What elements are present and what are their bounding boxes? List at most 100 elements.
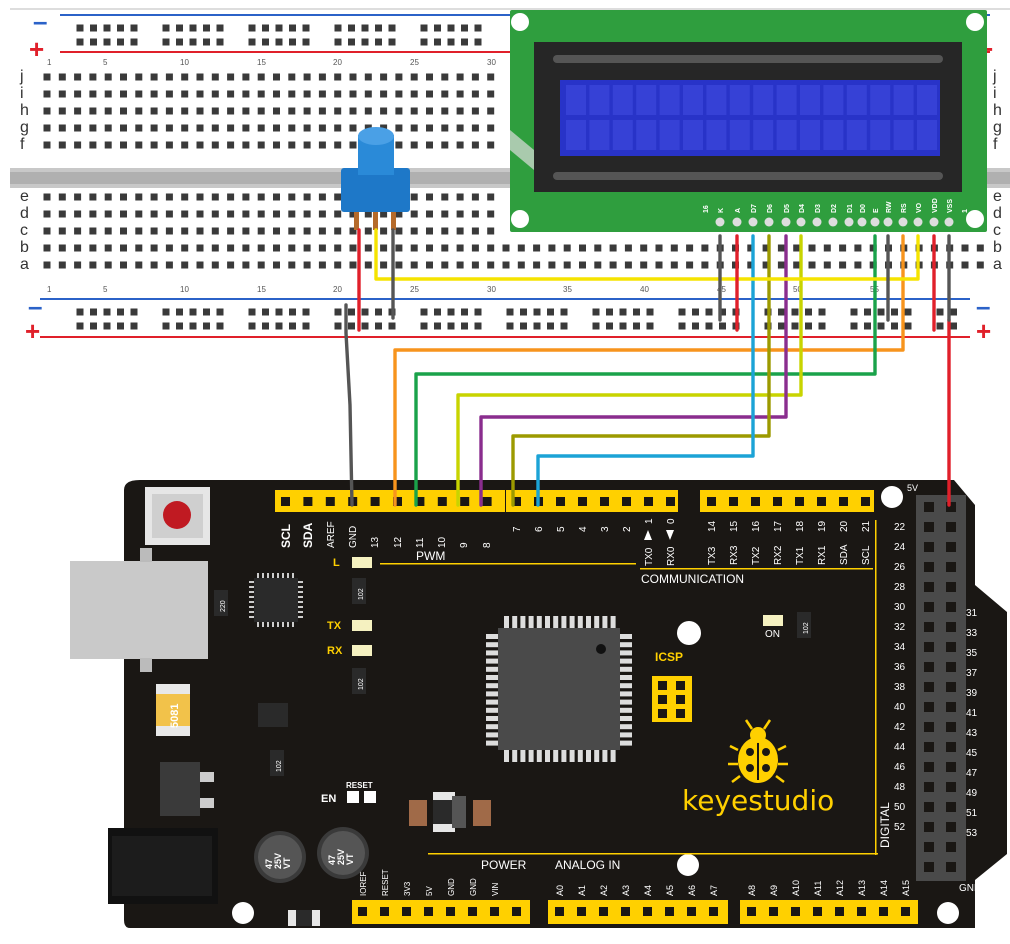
rail-hole xyxy=(778,322,785,330)
breadboard-hole xyxy=(701,261,709,269)
pin-label: A9 xyxy=(769,885,779,896)
column-number: 40 xyxy=(640,285,649,294)
header-pin xyxy=(791,907,800,916)
header-analog-a0-a7[interactable] xyxy=(548,900,728,924)
lcd-char-cell xyxy=(659,120,680,150)
chip-pin xyxy=(536,750,542,762)
reset-button-cap[interactable] xyxy=(163,501,191,529)
breadboard-hole xyxy=(303,244,311,252)
rail-hole xyxy=(420,322,428,330)
lcd-mount-hole xyxy=(966,13,984,31)
lcd-char-cell xyxy=(823,85,844,115)
breadboard-hole xyxy=(257,227,265,235)
breadboard-hole xyxy=(747,261,755,269)
led-label: TX xyxy=(327,620,342,632)
breadboard-hole xyxy=(181,124,189,132)
breadboard-hole xyxy=(395,261,403,269)
breadboard-hole xyxy=(150,261,158,269)
breadboard-hole xyxy=(89,107,97,115)
breadboard-hole xyxy=(242,244,250,252)
breadboard-hole xyxy=(441,73,449,81)
resistor-code: 102 xyxy=(358,678,365,690)
breadboard-hole xyxy=(227,261,235,269)
header-digital-22-53[interactable] xyxy=(916,495,966,881)
header-power[interactable] xyxy=(352,900,530,924)
column-number: 5 xyxy=(103,58,108,67)
breadboard-hole xyxy=(410,210,418,218)
rail-hole xyxy=(203,38,210,46)
led-ON xyxy=(763,615,783,626)
breadboard-hole xyxy=(242,193,250,201)
chip-pin xyxy=(553,616,559,628)
breadboard-hole xyxy=(242,261,250,269)
breadboard-hole xyxy=(257,261,265,269)
wire-d6 xyxy=(511,234,771,507)
rail-hole xyxy=(434,322,441,330)
chip-pin xyxy=(486,691,498,697)
breadboard-hole xyxy=(135,193,143,201)
pin-label: A13 xyxy=(857,880,867,896)
wire-d7 xyxy=(536,234,755,507)
row-letter: f xyxy=(993,136,998,153)
pin-label: 9 xyxy=(459,542,470,548)
lcd-pin-label: E xyxy=(873,208,880,213)
rail-hole xyxy=(592,322,600,330)
chip-pin xyxy=(620,707,632,713)
header-digital-8-13[interactable] xyxy=(275,490,505,512)
rail-hole xyxy=(678,308,686,316)
pin-label: A10 xyxy=(791,880,801,896)
header-pin xyxy=(729,497,738,506)
rail-hole xyxy=(936,322,944,330)
board-mount-hole xyxy=(881,486,903,508)
chip-pin xyxy=(298,586,303,588)
chip-pin xyxy=(561,750,567,762)
lcd-char-cell xyxy=(800,120,820,150)
breadboard-hole xyxy=(380,227,388,235)
breadboard-hole xyxy=(318,107,326,115)
breadboard-hole xyxy=(104,141,112,149)
rail-hole xyxy=(936,308,944,316)
icsp-pin xyxy=(676,709,685,718)
breadboard-hole xyxy=(548,244,556,252)
breadboard-hole xyxy=(441,261,449,269)
breadboard-hole xyxy=(227,73,235,81)
breadboard-hole xyxy=(165,107,173,115)
breadboard-hole xyxy=(89,227,97,235)
crystal xyxy=(156,684,190,736)
chip-pin xyxy=(298,581,303,583)
lcd-char-cell xyxy=(729,85,750,115)
chip-pin xyxy=(486,650,498,656)
wire-gnd xyxy=(344,303,354,507)
breadboard-hole xyxy=(441,124,449,132)
header-digital-0-7[interactable] xyxy=(506,490,678,512)
board-mount-hole xyxy=(232,902,254,924)
rail-hole xyxy=(262,38,269,46)
pin-label: 53 xyxy=(966,828,978,839)
lcd-char-cell xyxy=(612,85,633,115)
row-letter: a xyxy=(20,256,29,273)
row-letter: e xyxy=(993,188,1002,205)
rail-hole xyxy=(76,308,84,316)
rail-hole xyxy=(176,308,183,316)
breadboard-hole xyxy=(395,107,403,115)
breadboard-hole xyxy=(961,261,969,269)
header-analog-a8-a15[interactable] xyxy=(740,900,918,924)
breadboard-hole xyxy=(257,141,265,149)
rail-hole xyxy=(447,24,455,32)
breadboard-hole xyxy=(303,124,311,132)
rail-hole xyxy=(474,38,482,46)
breadboard-hole xyxy=(426,193,433,201)
lcd-pin-label: A xyxy=(735,208,742,213)
board-mount-hole xyxy=(677,854,699,876)
breadboard-hole xyxy=(533,261,541,269)
breadboard-hole xyxy=(181,261,189,269)
pin-label: A11 xyxy=(813,881,823,896)
lcd-pin xyxy=(898,217,908,227)
breadboard-hole xyxy=(670,261,678,269)
chip-pin xyxy=(486,724,498,730)
smd-diode xyxy=(433,792,455,832)
breadboard-hole xyxy=(135,210,143,218)
header-communication[interactable] xyxy=(700,490,874,512)
lcd-char-cell xyxy=(776,120,797,150)
